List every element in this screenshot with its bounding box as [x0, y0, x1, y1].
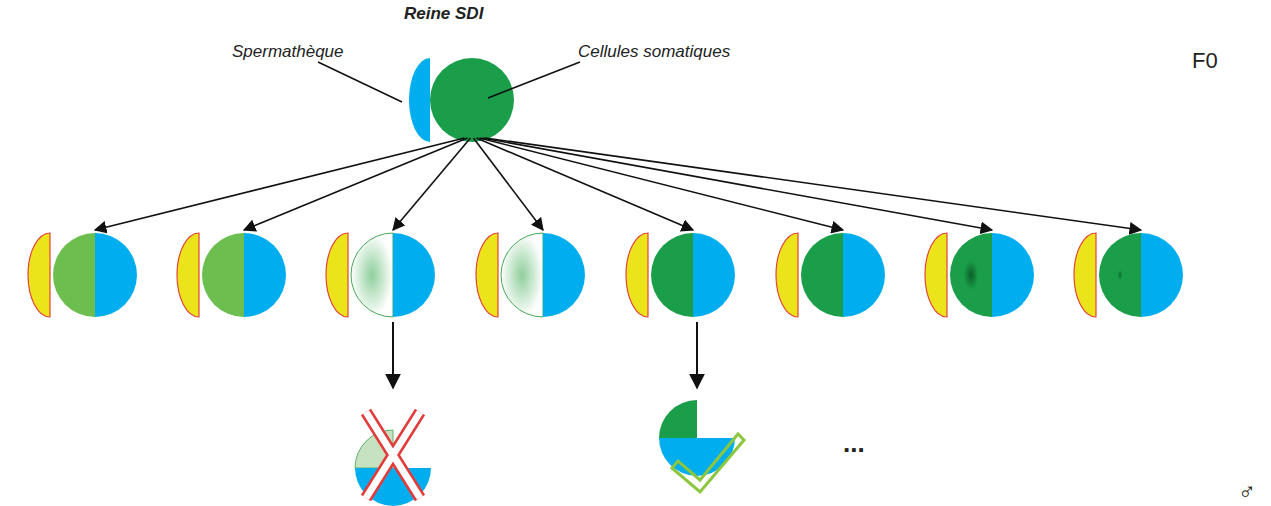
arrow — [392, 322, 394, 388]
somatic-half — [992, 233, 1034, 317]
arrow — [479, 138, 843, 230]
somatic-half — [1141, 233, 1183, 317]
spermatheca — [177, 233, 199, 317]
somatic-half — [244, 233, 286, 317]
spermatheca — [326, 233, 348, 317]
part-name: Spermathèque — [232, 42, 344, 62]
spermatheca — [776, 233, 798, 317]
accepted-drone — [659, 400, 744, 492]
queen-title: Reine SDI — [404, 4, 483, 24]
arrow — [485, 138, 1141, 230]
spermatheca — [626, 233, 648, 317]
somatic-half — [950, 233, 992, 317]
spermatheca — [1074, 233, 1096, 317]
somatic-half — [843, 233, 885, 317]
part-name: Cellules somatiques — [578, 42, 730, 62]
spermatheca — [409, 58, 430, 142]
arrow — [696, 322, 698, 388]
daughters — [28, 233, 1183, 317]
rejected-drone — [355, 412, 431, 506]
spermatheca — [476, 233, 498, 317]
arrow — [95, 138, 464, 230]
somatic-half — [801, 233, 843, 317]
spermatheca — [925, 233, 947, 317]
somatic-half — [351, 233, 393, 317]
somatic-half — [1099, 233, 1141, 317]
somatic-half — [202, 233, 244, 317]
leader-line — [318, 62, 402, 102]
somatic-half — [693, 233, 735, 317]
somatic-half — [393, 233, 435, 317]
leader-line — [488, 62, 580, 98]
arrows — [95, 138, 1141, 230]
generation-label: F0 — [1192, 48, 1218, 74]
somatic-half — [543, 233, 585, 317]
somatic-half — [651, 233, 693, 317]
arrow — [482, 138, 992, 230]
somatic-half — [95, 233, 137, 317]
somatic-cells — [430, 58, 514, 142]
arrow — [244, 138, 467, 230]
ellipsis: ... — [843, 428, 865, 459]
arrow — [393, 138, 470, 230]
somatic-half — [53, 233, 95, 317]
male-symbol: ♂ — [1238, 478, 1256, 506]
somatic-half — [501, 233, 543, 317]
spermatheca — [28, 233, 50, 317]
